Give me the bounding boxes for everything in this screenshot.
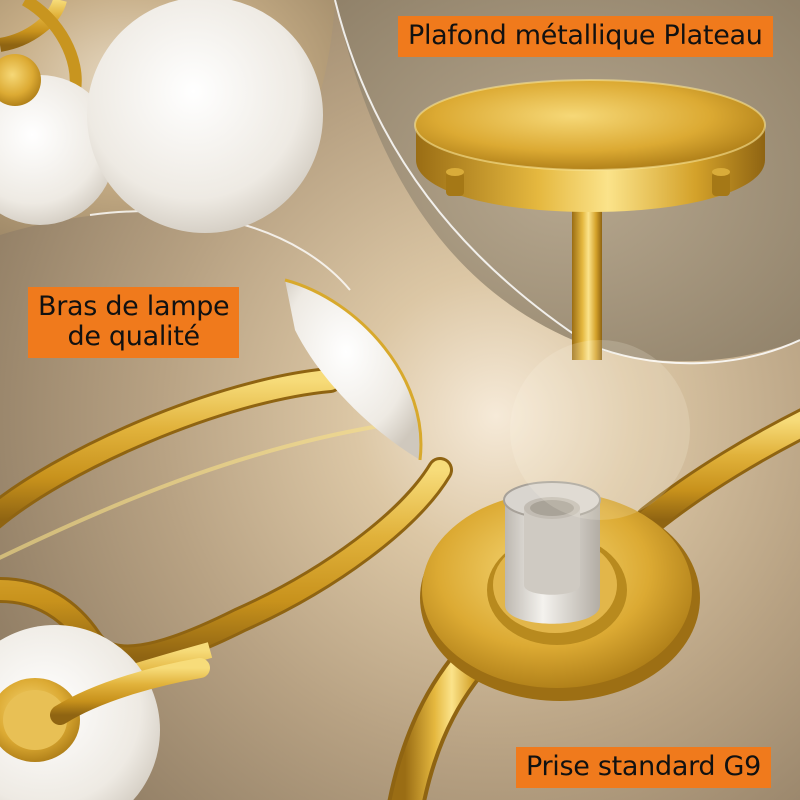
socket-label: Prise standard G9 (516, 747, 772, 789)
bottom-globe-group (0, 625, 210, 800)
globe-left-icon (0, 75, 115, 225)
ceiling-plate-icon (414, 79, 766, 360)
globe-half-icon (285, 280, 421, 460)
lamp-arm-label-line1: Bras de lampe (38, 291, 230, 322)
lamp-arm-label-line2: de qualité (67, 321, 201, 353)
ceiling-plate-label: Plafond métallique Plateau (398, 16, 773, 58)
light-bloom (510, 340, 690, 520)
ceiling-plate-label-text: Plafond métallique Plateau (408, 20, 763, 51)
socket-label-text: Prise standard G9 (526, 751, 762, 782)
top-globe-group (0, 0, 323, 233)
socket-icon (503, 481, 601, 624)
globe-large-icon (87, 0, 323, 233)
lamp-arm-label: Bras de lampe de qualité (28, 287, 240, 359)
lamp-arm-icon (0, 367, 453, 727)
panel-divider-top (334, 0, 800, 365)
